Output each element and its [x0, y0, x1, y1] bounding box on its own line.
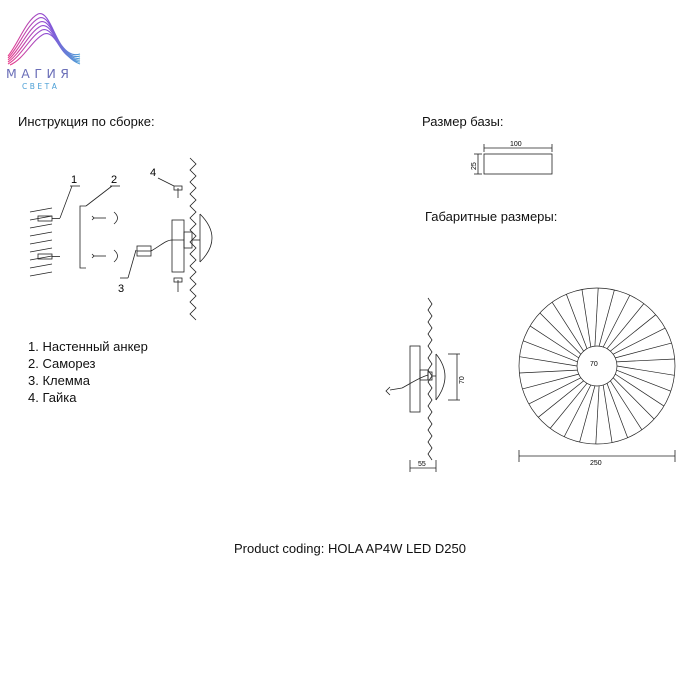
- front-ray: [566, 294, 588, 349]
- front-ray: [529, 325, 579, 359]
- front-ray: [615, 342, 672, 359]
- front-ray: [523, 340, 578, 363]
- front-ray: [519, 369, 578, 374]
- overall-dimensions-heading: Габаритные размеры:: [425, 209, 558, 224]
- front-ray: [615, 373, 665, 407]
- base-size-heading: Размер базы:: [422, 114, 504, 129]
- front-diameter-label: 250: [590, 460, 602, 467]
- front-ray: [602, 384, 613, 443]
- front-inner-label: 70: [590, 361, 598, 368]
- brand-tagline: СВЕТА: [22, 82, 60, 91]
- front-ray: [616, 365, 675, 376]
- wall-hatch-left: [29, 207, 53, 277]
- front-rays: [518, 287, 676, 445]
- front-ray: [579, 385, 596, 443]
- front-ray: [594, 287, 599, 347]
- side-depth-label: 55: [418, 461, 426, 468]
- front-ray: [549, 383, 588, 429]
- front-ray: [538, 380, 584, 418]
- assembly-heading: Инструкция по сборке:: [18, 114, 155, 129]
- front-ray: [606, 303, 645, 349]
- callout-label: 2: [111, 174, 117, 186]
- brand-name: МАГИЯ: [6, 66, 74, 81]
- base-width-label: 100: [510, 141, 522, 148]
- brand-logo-waves: [7, 13, 81, 66]
- front-view-drawing: 70 250: [518, 287, 676, 467]
- assembly-diagram: 1 2 3 4: [29, 157, 213, 321]
- front-ray: [613, 327, 666, 355]
- front-ray: [563, 384, 592, 437]
- front-ray: [528, 377, 581, 405]
- front-ray: [581, 289, 592, 348]
- front-ray: [616, 358, 675, 363]
- legend-item: 1. Настенный анкер: [28, 339, 148, 354]
- front-ray: [519, 356, 578, 367]
- front-ray: [610, 380, 643, 430]
- legend-item: 3. Клемма: [28, 373, 90, 388]
- callout-label: 4: [150, 167, 156, 179]
- front-ray: [598, 289, 615, 347]
- front-ray: [602, 295, 631, 348]
- base-height-label: 25: [471, 162, 478, 170]
- front-ray: [539, 312, 582, 355]
- base-size-drawing: 100 25: [471, 141, 553, 175]
- callout-label: 3: [118, 283, 124, 295]
- parts-legend: 1. Настенный анкер 2. Саморез 3. Клемма …: [28, 338, 148, 406]
- mounting-base: [171, 219, 185, 273]
- front-ray: [595, 385, 600, 445]
- front-ray: [610, 314, 656, 352]
- legend-item: 4. Гайка: [28, 390, 77, 405]
- front-ray: [551, 302, 584, 352]
- front-ray: [522, 373, 579, 390]
- callout-label: 1: [71, 174, 77, 186]
- side-view-drawing: 70 55: [385, 297, 466, 472]
- legend-item: 2. Саморез: [28, 356, 96, 371]
- base-rect: [483, 153, 553, 175]
- front-ray: [612, 377, 655, 420]
- front-ray: [606, 383, 628, 438]
- front-ray: [616, 369, 671, 392]
- product-coding: Product coding: HOLA AP4W LED D250: [234, 541, 466, 556]
- side-height-label: 70: [459, 376, 466, 384]
- outer-circle: [518, 287, 676, 445]
